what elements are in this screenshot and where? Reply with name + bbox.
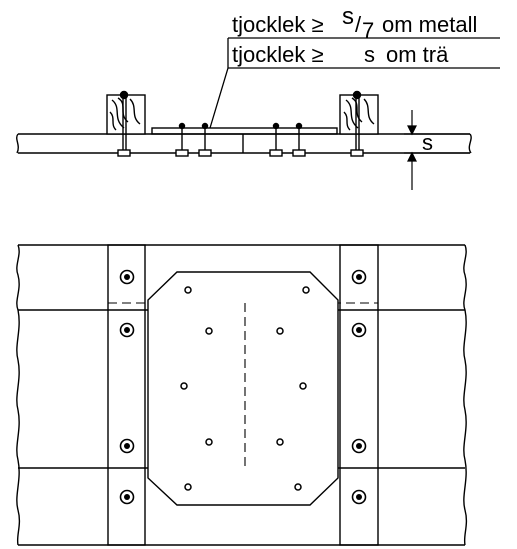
thickness-labels: tjocklek ≥ s / 7 om metall tjocklek ≥ s … (209, 3, 500, 129)
plan-break-left (16, 244, 21, 546)
wood-thickness-suffix: om trä (386, 42, 449, 67)
screw-hole-icon (294, 483, 302, 491)
wood-batten-right (339, 90, 379, 157)
wood-thickness-variable: s (364, 42, 375, 67)
bolt-circle-icon (119, 438, 135, 454)
dimension-s (404, 110, 470, 190)
screw-hole-icon (276, 327, 284, 335)
wood-thickness-prefix: tjocklek ≥ (232, 42, 324, 67)
wood-batten-left (106, 90, 146, 157)
splice-plate-section (151, 127, 338, 135)
metal-thickness-denominator: 7 (362, 18, 374, 43)
metal-thickness-prefix: tjocklek ≥ (232, 12, 324, 37)
metal-thickness-suffix: om metall (382, 12, 477, 37)
screw-hole-icon (205, 327, 213, 335)
screw-hole-icon (299, 382, 307, 390)
bolt-circle-icon (119, 269, 135, 285)
batten-plan-left (107, 244, 146, 546)
screw-hole-icon (180, 382, 188, 390)
plan-view (16, 244, 468, 546)
plate-screws-section (175, 122, 306, 157)
dimension-s-label: s (422, 130, 433, 155)
screw-hole-icon (184, 483, 192, 491)
label-leader-line (209, 38, 229, 129)
beam-break-right (468, 133, 472, 154)
plate-screw-holes (180, 286, 310, 491)
bolt-circle-icon (119, 489, 135, 505)
batten-plan-right (339, 244, 379, 546)
plan-break-right (463, 244, 468, 546)
screw-hole-icon (205, 438, 213, 446)
metal-thickness-numerator: s (342, 3, 354, 30)
beam-break-left (16, 133, 19, 154)
bolt-circle-icon (351, 322, 367, 338)
screw-hole-icon (302, 286, 310, 294)
splice-plate-plan (147, 271, 339, 506)
bolt-circle-icon (351, 269, 367, 285)
section-view (16, 90, 472, 190)
screw-hole-icon (276, 438, 284, 446)
bolt-circle-icon (119, 322, 135, 338)
bolt-circle-icon (351, 489, 367, 505)
metal-thickness-slash: / (355, 12, 362, 37)
batten-bolts (119, 269, 367, 505)
screw-hole-icon (184, 286, 192, 294)
bolt-circle-icon (351, 438, 367, 454)
